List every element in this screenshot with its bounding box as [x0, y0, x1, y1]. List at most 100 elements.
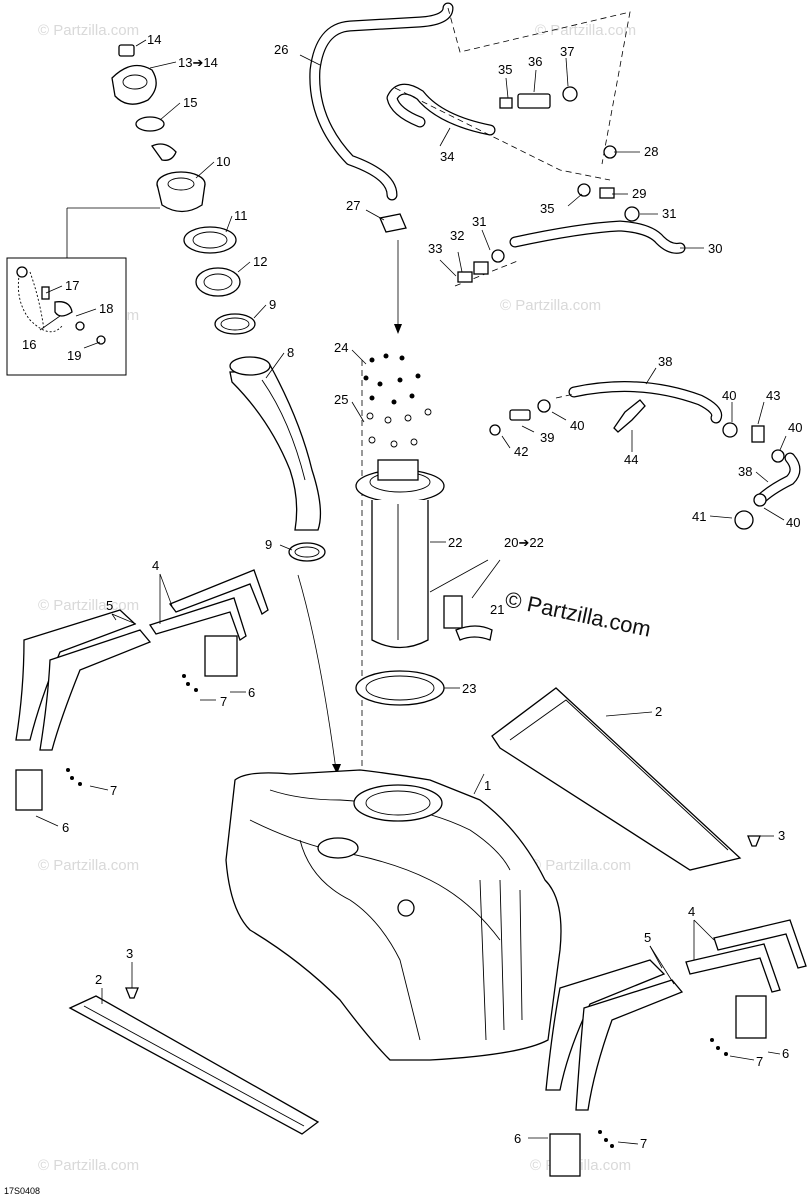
callout-label: 43 [766, 388, 780, 403]
callout-label: 32 [450, 228, 464, 243]
callout-label: 41 [692, 509, 706, 524]
callout-label: 33 [428, 241, 442, 256]
retaining-clip-part [151, 143, 177, 161]
callout-label: 40 [786, 515, 800, 530]
callout-label: 4 [152, 558, 159, 573]
tether-detail-box [6, 207, 160, 376]
callout-label: 25 [334, 392, 348, 407]
tank-straps-right [545, 919, 807, 1177]
callout-label: 39 [540, 430, 554, 445]
callout-label: 16 [22, 337, 36, 352]
callout-label: 19 [67, 348, 81, 363]
callout-label: 21 [490, 602, 504, 617]
heat-shield-left [68, 995, 320, 1135]
callout-label: 40 [722, 388, 736, 403]
callout-label: 7 [756, 1054, 763, 1069]
callout-label: 26 [274, 42, 288, 57]
screw-set [363, 353, 432, 448]
copyright-watermark: © Partzilla.com [503, 586, 653, 641]
callout-label: 5 [106, 598, 113, 613]
callout-label: 3 [778, 828, 785, 843]
callout-label: 4 [688, 904, 695, 919]
fuel-pump-part [355, 459, 501, 649]
callout-label: 40 [788, 420, 802, 435]
fitting-part [499, 97, 513, 109]
filler-cap-assembly [111, 44, 256, 335]
watermark: © Partzilla.com [500, 297, 601, 314]
cap-plug-part [118, 44, 135, 57]
strap-tie-part [613, 399, 646, 433]
callout-label: 36 [528, 54, 542, 69]
watermark: © Partzilla.com [38, 22, 139, 39]
gasket-part [135, 116, 165, 132]
callout-label: 30 [708, 241, 722, 256]
callout-label: 29 [632, 186, 646, 201]
rivet-parts [125, 835, 761, 999]
watermark: © Partzilla.com [530, 857, 631, 874]
pump-bracket-part [443, 595, 463, 629]
watermark: © Partzilla.com [38, 597, 139, 614]
callout-label: 42 [514, 444, 528, 459]
pump-gasket-part [355, 670, 445, 706]
callout-label: 15 [183, 95, 197, 110]
tee-part [599, 187, 615, 199]
callout-label: 1 [484, 778, 491, 793]
callout-label: 23 [462, 681, 476, 696]
callout-label: 5 [644, 930, 651, 945]
callout-label: 6 [62, 820, 69, 835]
callout-label: 3 [126, 946, 133, 961]
callout-label: 35 [540, 201, 554, 216]
callout-label: 10 [216, 154, 230, 169]
callout-labels: 14 13➔14 15 10 11 12 9 8 9 1 7 18 16 19 2… [22, 32, 802, 1151]
vent-hoses [309, 2, 686, 287]
callout-label: 34 [440, 149, 454, 164]
callout-label: 35 [498, 62, 512, 77]
outlet-cap-part [734, 510, 754, 530]
seal-ring-part [183, 226, 237, 254]
callout-label: 13➔14 [178, 55, 218, 70]
tank-straps-left [15, 569, 269, 811]
callout-label: 9 [269, 297, 276, 312]
callout-label: 24 [334, 340, 348, 355]
callout-label: 31 [472, 214, 486, 229]
callout-label: 6 [248, 685, 255, 700]
callout-label: 40 [570, 418, 584, 433]
filler-hose-part [229, 356, 326, 562]
callout-label: 38 [738, 464, 752, 479]
callout-label: 12 [253, 254, 267, 269]
callout-label: 14 [147, 32, 161, 47]
fuel-line-assembly [489, 381, 801, 530]
diagram-code: 17S0408 [4, 1186, 40, 1196]
callout-label: 7 [110, 783, 117, 798]
hose-clamp-part [214, 313, 256, 335]
callout-label: 22 [448, 535, 462, 550]
callout-label: 28 [644, 144, 658, 159]
callout-label: 7 [220, 694, 227, 709]
callout-label: 38 [658, 354, 672, 369]
callout-label: 37 [560, 44, 574, 59]
callout-label: 11 [234, 208, 248, 223]
lower-clamp-part [288, 542, 326, 562]
assembly-arrows [297, 240, 402, 774]
watermark: © Partzilla.com [535, 22, 636, 39]
callout-label: 18 [99, 301, 113, 316]
fuel-cap-part [111, 64, 157, 105]
valve-part [517, 93, 551, 109]
callout-label: 7 [640, 1136, 647, 1151]
cap-part [562, 86, 578, 102]
leader-lines [35, 39, 787, 1145]
callout-label: 20➔22 [504, 535, 544, 550]
callout-label: 6 [514, 1131, 521, 1146]
callout-label: 2 [655, 704, 662, 719]
bracket-part [379, 213, 407, 233]
callout-label: 9 [265, 537, 272, 552]
fuel-tank-part [225, 769, 562, 1061]
callout-label: 31 [662, 206, 676, 221]
mounting-ring-part [195, 267, 241, 297]
callout-label: 8 [287, 345, 294, 360]
callout-label: 2 [95, 972, 102, 987]
watermark: © Partzilla.com [38, 857, 139, 874]
heat-shield-right [491, 687, 742, 871]
callout-label: 6 [782, 1046, 789, 1061]
